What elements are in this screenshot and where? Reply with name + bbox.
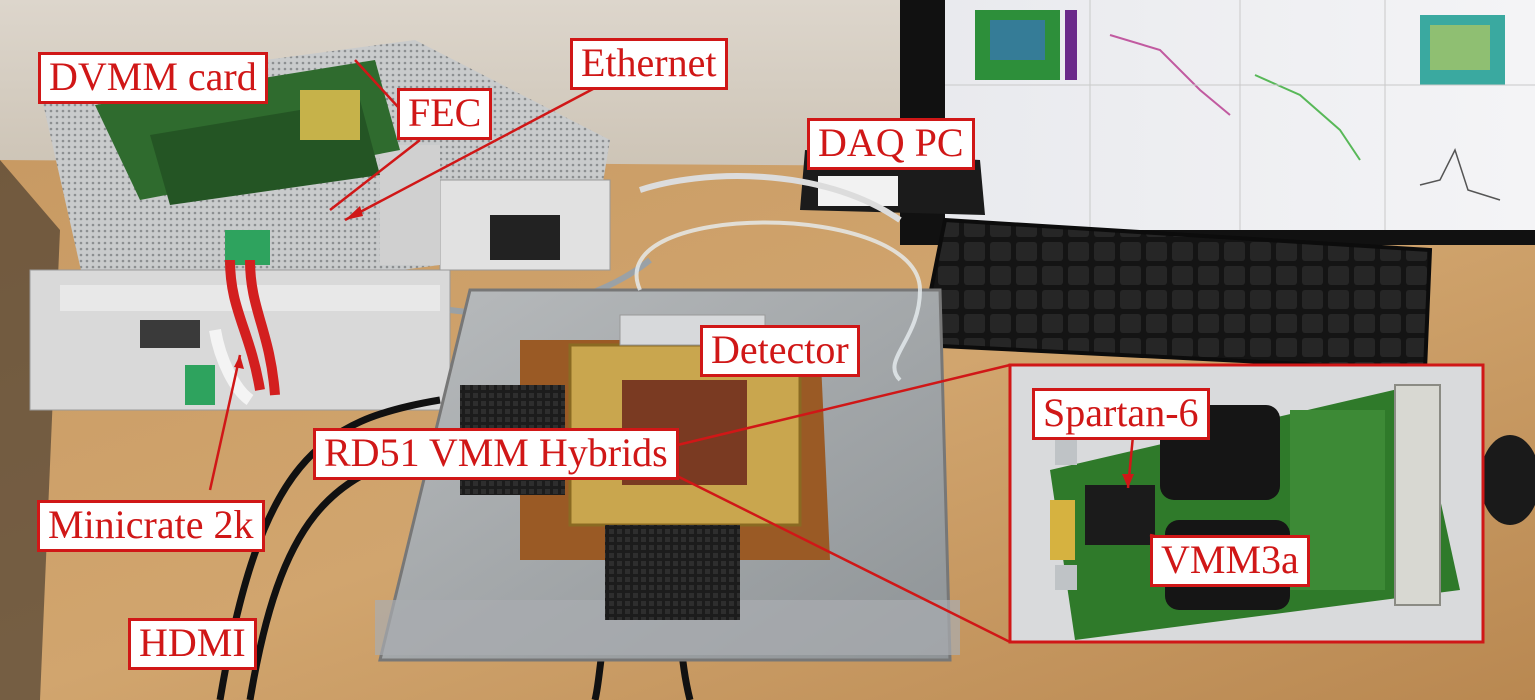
fec-label: FEC [397, 88, 493, 140]
daq-pc-label: DAQ PC [807, 118, 975, 170]
vmm3a-label: VMM3a [1150, 535, 1310, 587]
hdmi-label: HDMI [128, 618, 257, 670]
dvmm-card-label: DVMM card [38, 52, 268, 104]
detector-label: Detector [700, 325, 860, 377]
inset-frame [1008, 363, 1485, 644]
monitor [900, 0, 1535, 285]
mouse [1480, 435, 1535, 525]
ribbon-cables [185, 230, 280, 405]
rd51-vmm-hybrids-label: RD51 VMM Hybrids [313, 428, 679, 480]
ethernet-label: Ethernet [570, 38, 728, 90]
annotation-arrowheads [234, 206, 1134, 488]
minicrate-2k-label: Minicrate 2k [37, 500, 265, 552]
spartan6-label: Spartan-6 [1032, 388, 1210, 440]
